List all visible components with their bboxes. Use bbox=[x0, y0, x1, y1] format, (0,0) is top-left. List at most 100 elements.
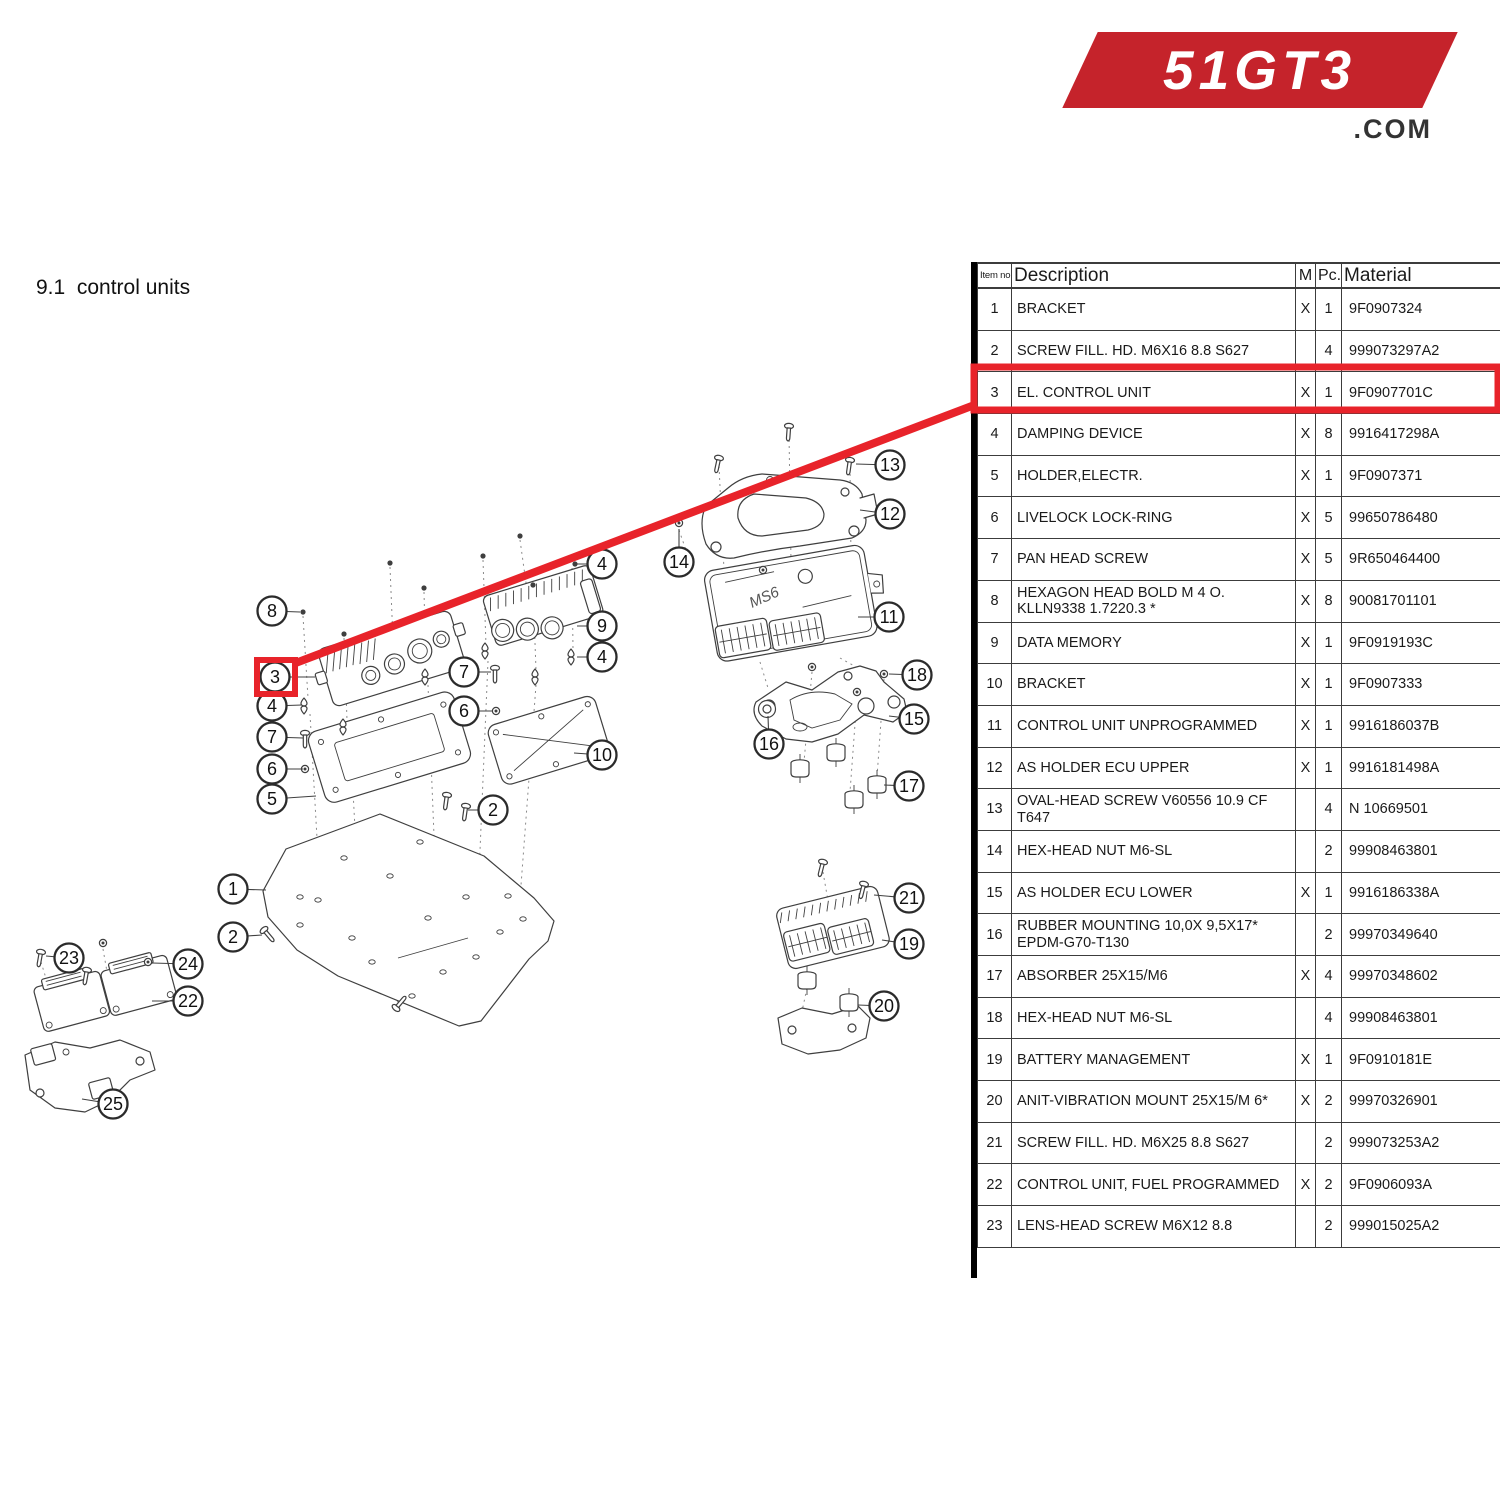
svg-text:6: 6 bbox=[459, 701, 469, 721]
cell-description: BRACKET bbox=[1011, 287, 1296, 331]
callout-9: 9 bbox=[577, 610, 618, 642]
svg-text:25: 25 bbox=[103, 1094, 123, 1114]
svg-text:21: 21 bbox=[899, 888, 919, 908]
cell-material: 9F0907333 bbox=[1341, 663, 1500, 706]
svg-text:2: 2 bbox=[228, 927, 238, 947]
cell-material: 999015025A2 bbox=[1341, 1205, 1500, 1248]
cell-material: 9F0907324 bbox=[1341, 287, 1500, 331]
callout-4: 4 bbox=[575, 548, 618, 580]
callout-18: 18 bbox=[888, 659, 933, 691]
cell-m: X bbox=[1295, 371, 1316, 415]
cell-m: X bbox=[1295, 579, 1316, 623]
callout-1: 1 bbox=[217, 873, 267, 905]
part-base-plate bbox=[262, 813, 555, 1027]
svg-text:4: 4 bbox=[267, 696, 277, 716]
cell-description: AS HOLDER ECU UPPER bbox=[1011, 746, 1296, 790]
cell-item: 3 bbox=[977, 371, 1012, 415]
cell-pc: 1 bbox=[1315, 287, 1342, 331]
callout-6: 6 bbox=[256, 753, 303, 785]
cell-material: 9916417298A bbox=[1341, 413, 1500, 456]
cell-pc: 4 bbox=[1315, 329, 1342, 373]
cell-description: EL. CONTROL UNIT bbox=[1011, 371, 1296, 415]
cell-description: SCREW FILL. HD. M6X16 8.8 S627 bbox=[1011, 329, 1296, 373]
cell-m: X bbox=[1295, 704, 1316, 748]
svg-text:12: 12 bbox=[880, 504, 900, 524]
cell-item: 23 bbox=[977, 1205, 1012, 1248]
svg-text:8: 8 bbox=[267, 601, 277, 621]
svg-text:11: 11 bbox=[880, 607, 899, 627]
cell-item: 5 bbox=[977, 454, 1012, 498]
header-material: Material bbox=[1341, 262, 1500, 289]
construction-lines bbox=[40, 433, 885, 1035]
cell-material: 9F0919193C bbox=[1341, 621, 1500, 665]
cell-item: 18 bbox=[977, 996, 1012, 1040]
svg-text:23: 23 bbox=[59, 948, 79, 968]
svg-text:24: 24 bbox=[178, 954, 198, 974]
callout-6: 6 bbox=[448, 695, 492, 727]
cell-description: LENS-HEAD SCREW M6X12 8.8 bbox=[1011, 1205, 1296, 1248]
cell-pc: 1 bbox=[1315, 621, 1342, 665]
table-header-row: Item no. Description M Pc. Material bbox=[977, 262, 1500, 289]
svg-text:10: 10 bbox=[592, 745, 612, 765]
callout-7: 7 bbox=[448, 656, 491, 688]
callout-12: 12 bbox=[859, 498, 906, 530]
callout-19: 19 bbox=[881, 928, 925, 960]
site-logo: 51GT3 bbox=[1062, 32, 1458, 108]
cell-material: 9F0907371 bbox=[1341, 454, 1500, 498]
cell-pc: 4 bbox=[1315, 788, 1342, 831]
fasteners bbox=[33, 422, 889, 1018]
header-m: M bbox=[1295, 262, 1316, 289]
cell-item: 15 bbox=[977, 871, 1012, 915]
cell-item: 16 bbox=[977, 913, 1012, 956]
callout-14: 14 bbox=[663, 529, 695, 578]
cell-item: 2 bbox=[977, 329, 1012, 373]
part-bracket-plate bbox=[487, 695, 610, 785]
cell-pc: 1 bbox=[1315, 704, 1342, 748]
part-holder-electr bbox=[307, 691, 472, 803]
table-left-rule-tail bbox=[977, 1248, 978, 1278]
cell-m: X bbox=[1295, 746, 1316, 790]
cell-item: 6 bbox=[977, 496, 1012, 540]
cell-material: 9916186037B bbox=[1341, 704, 1500, 748]
svg-text:20: 20 bbox=[874, 996, 894, 1016]
cell-material: 9F0907701C bbox=[1341, 371, 1500, 415]
cell-item: 19 bbox=[977, 1038, 1012, 1082]
cell-description: SCREW FILL. HD. M6X25 8.8 S627 bbox=[1011, 1121, 1296, 1165]
highlight-leader-line bbox=[291, 400, 979, 668]
part-battery-management bbox=[776, 885, 890, 970]
cell-m: X bbox=[1295, 621, 1316, 665]
svg-text:7: 7 bbox=[459, 662, 469, 682]
callout-21: 21 bbox=[873, 882, 925, 914]
svg-text:9: 9 bbox=[597, 616, 607, 636]
cell-description: AS HOLDER ECU LOWER bbox=[1011, 871, 1296, 915]
cell-pc: 1 bbox=[1315, 371, 1342, 415]
svg-text:22: 22 bbox=[178, 991, 198, 1011]
cell-material: 9R650464400 bbox=[1341, 538, 1500, 581]
cell-item: 12 bbox=[977, 746, 1012, 790]
cell-m bbox=[1295, 329, 1316, 373]
cell-item: 21 bbox=[977, 1121, 1012, 1165]
cell-m: X bbox=[1295, 1038, 1316, 1082]
svg-text:4: 4 bbox=[597, 554, 607, 574]
section-heading: 9.1 control units bbox=[36, 276, 191, 299]
cell-m: X bbox=[1295, 454, 1316, 498]
cell-pc: 4 bbox=[1315, 955, 1342, 998]
header-description: Description bbox=[1011, 262, 1296, 289]
cell-material: N 10669501 bbox=[1341, 788, 1500, 831]
cell-m: X bbox=[1295, 496, 1316, 540]
cell-material: 90081701101 bbox=[1341, 579, 1500, 623]
callout-25: 25 bbox=[81, 1088, 129, 1120]
cell-item: 8 bbox=[977, 579, 1012, 623]
cell-description: DAMPING DEVICE bbox=[1011, 413, 1296, 456]
callout-4: 4 bbox=[256, 690, 303, 722]
part-holder-ecu-lower bbox=[753, 665, 908, 743]
svg-text:19: 19 bbox=[899, 934, 919, 954]
